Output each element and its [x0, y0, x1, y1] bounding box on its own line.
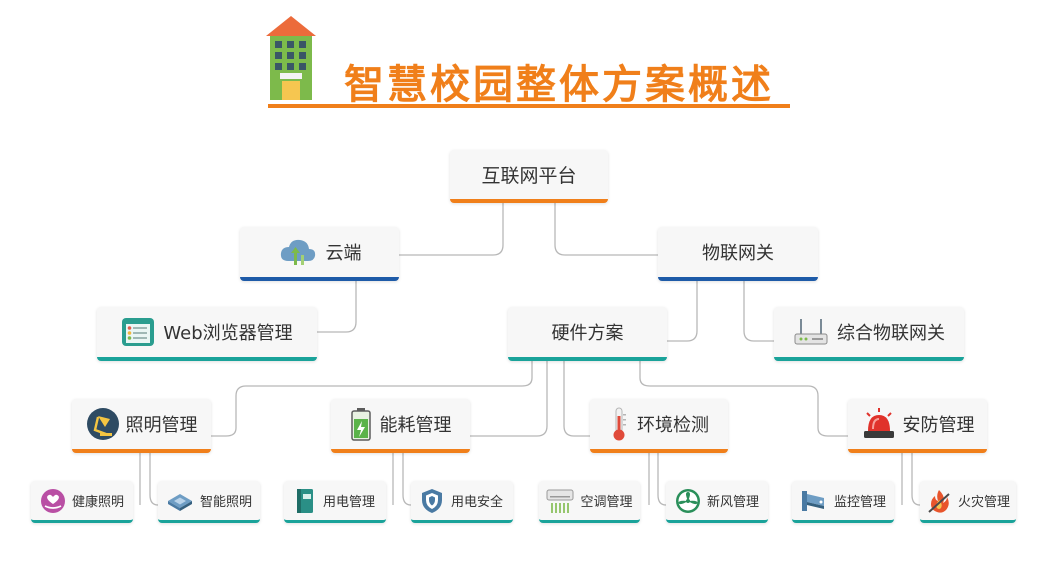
node-label: 监控管理 — [833, 495, 886, 510]
link-platform-gateway — [554, 202, 658, 256]
link-hardware-lighting — [209, 361, 533, 437]
cloud-upload-icon — [278, 237, 318, 267]
node-cloud: 云端 — [240, 227, 399, 281]
node-label: 用电安全 — [450, 495, 503, 510]
node-label: 安防管理 — [902, 415, 975, 436]
node-hardware-solution: 硬件方案 — [508, 307, 667, 361]
node-power-usage-mgmt: 用电管理 — [284, 481, 386, 523]
link-hardware-energy — [469, 361, 548, 437]
node-healthy-lighting: 健康照明 — [31, 481, 133, 523]
chip-icon — [166, 490, 194, 512]
node-fresh-air-mgmt: 新风管理 — [666, 481, 768, 523]
node-label: 环境检测 — [637, 415, 709, 436]
link-env-air — [657, 452, 667, 506]
router-icon — [793, 317, 829, 347]
cctv-camera-icon — [800, 488, 826, 514]
browser-list-icon — [121, 317, 155, 347]
node-surveillance-mgmt: 监控管理 — [792, 481, 894, 523]
node-fire-mgmt: 火灾管理 — [920, 481, 1016, 523]
node-label: 健康照明 — [71, 495, 124, 510]
link-hardware-env — [563, 361, 590, 437]
node-label: 智能照明 — [199, 495, 252, 510]
node-label: 物联网关 — [702, 243, 774, 264]
air-conditioner-icon — [546, 487, 574, 515]
node-label: 空调管理 — [580, 495, 633, 510]
node-web-browser-mgmt: Web浏览器管理 — [97, 307, 317, 361]
node-label: 用电管理 — [322, 495, 375, 510]
node-label: 硬件方案 — [551, 323, 624, 344]
node-energy-mgmt: 能耗管理 — [331, 399, 470, 453]
node-label: 互联网平台 — [481, 165, 577, 187]
fan-icon — [675, 488, 701, 514]
node-power-safety: 用电安全 — [411, 481, 513, 523]
desk-lamp-icon — [86, 407, 120, 441]
node-label: 新风管理 — [706, 495, 759, 510]
node-ac-mgmt: 空调管理 — [539, 481, 640, 523]
book-icon — [295, 488, 315, 514]
node-label: 能耗管理 — [379, 415, 452, 436]
link-hardware-security — [639, 361, 848, 437]
link-gateway-hardware — [667, 280, 698, 342]
node-internet-platform: 互联网平台 — [450, 150, 608, 203]
node-env-monitoring: 环境检测 — [590, 399, 728, 453]
link-lighting-smart — [149, 452, 159, 506]
alarm-siren-icon — [861, 407, 897, 441]
page-title: 智慧校园整体方案概述 — [344, 62, 774, 108]
heart-hand-icon — [40, 488, 66, 514]
node-integrated-iot-gateway: 综合物联网关 — [774, 307, 964, 361]
link-gateway-integrated — [743, 280, 774, 342]
node-iot-gateway: 物联网关 — [658, 227, 818, 281]
battery-icon — [350, 407, 372, 441]
node-label: 照明管理 — [125, 415, 198, 436]
node-label: 综合物联网关 — [837, 323, 945, 344]
thermometer-icon — [609, 406, 629, 442]
link-security-fire — [911, 452, 921, 506]
node-label: 云端 — [325, 243, 362, 264]
link-platform-cloud — [399, 202, 504, 256]
node-label: 火灾管理 — [957, 495, 1010, 510]
school-building-icon — [266, 16, 316, 100]
link-energy-safety — [402, 452, 412, 506]
link-cloud-web — [316, 280, 357, 333]
title-underline — [268, 104, 790, 108]
node-label: Web浏览器管理 — [163, 323, 293, 344]
node-smart-lighting: 智能照明 — [158, 481, 260, 523]
node-lighting-mgmt: 照明管理 — [72, 399, 211, 453]
fire-icon — [926, 488, 952, 514]
node-security-mgmt: 安防管理 — [848, 399, 987, 453]
shield-icon — [421, 488, 443, 514]
